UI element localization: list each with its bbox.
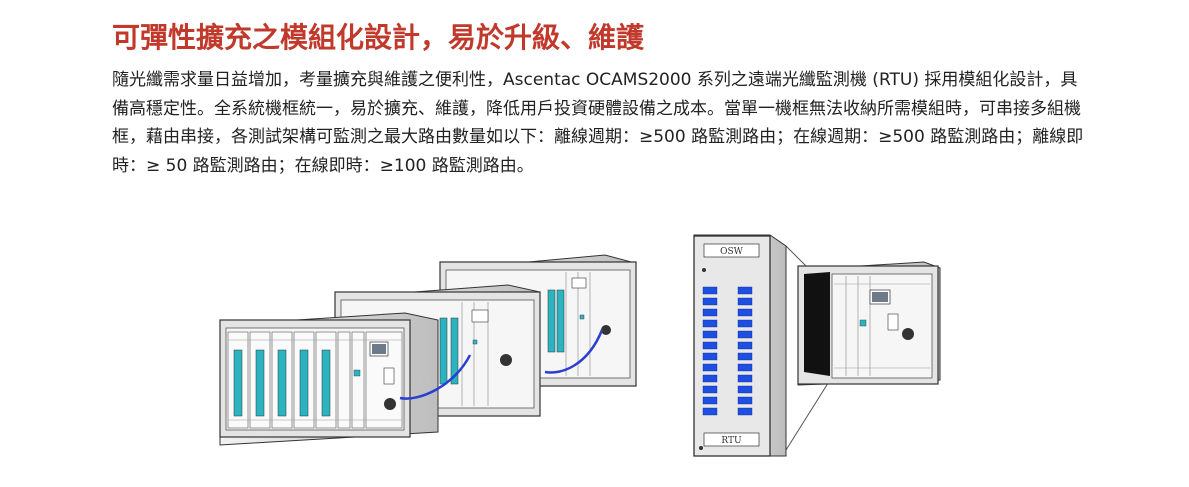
page-title: 可彈性擴充之模組化設計，易於升級、維護 [112,21,645,54]
chassis-front [219,312,439,446]
projection-line-bottom [785,379,831,451]
power-indicator-icon [702,268,706,272]
chassis-right-detail [797,261,941,386]
chassis-link-cable-1 [399,354,472,400]
osw-label: OSW [720,247,744,257]
chassis-link-cable-2 [544,329,604,374]
chassis-middle-cards [439,302,512,406]
chassis-back-cards [547,272,611,376]
rtu-label: RTU [721,436,742,446]
osw-rtu-panel: OSW RTU [693,234,787,457]
chassis-front-cards [227,331,403,429]
osw-port-buttons [702,286,753,416]
description-paragraph: 隨光纖需求量日益增加，考量擴充與維護之便利性，Ascentac OCAMS200… [112,70,1084,176]
